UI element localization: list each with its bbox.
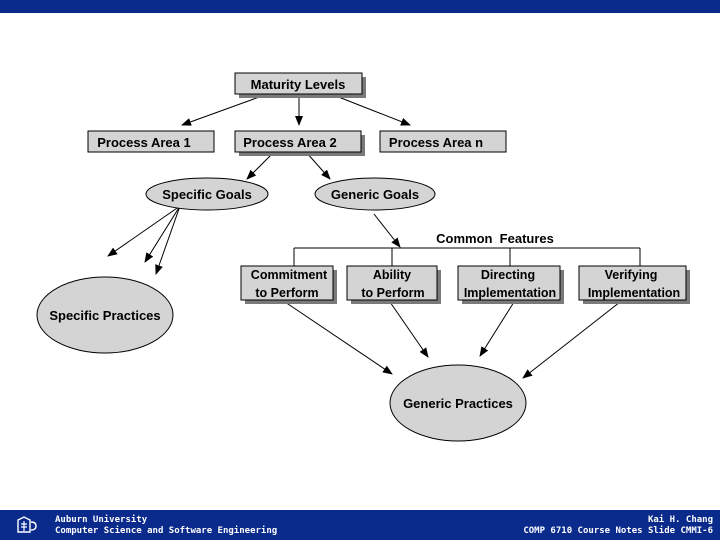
verifying-label-1: Verifying <box>605 268 658 282</box>
specific-goals-label: Specific Goals <box>162 187 252 202</box>
arrow-gg-to-cf <box>373 213 401 248</box>
commitment-label-2: to Perform <box>255 286 318 300</box>
arrow-pa2-to-sg <box>246 151 275 180</box>
process-area-1-label: Process Area 1 <box>97 135 190 150</box>
ability-label-2: to Perform <box>361 286 424 300</box>
process-area-1-box: Process Area 1 <box>87 130 215 153</box>
specific-goals-ellipse: Specific Goals <box>145 177 269 211</box>
directing-label-2: Implementation <box>464 286 556 300</box>
generic-practices-ellipse: Generic Practices <box>389 364 527 442</box>
arrow-cf2-to-gp <box>389 301 429 358</box>
directing-box: Directing Implementation <box>457 265 564 304</box>
auburn-logo-icon <box>14 514 40 536</box>
arrow-cf4-to-gp <box>522 301 621 379</box>
common-features-label: Common Features <box>436 231 554 246</box>
maturity-levels-label: Maturity Levels <box>251 77 346 92</box>
footer-university: Auburn University <box>55 515 148 525</box>
specific-practices-label: Specific Practices <box>49 308 160 323</box>
arrow-ml-to-pa1 <box>181 95 263 126</box>
process-area-n-label: Process Area n <box>389 135 483 150</box>
verifying-label-2: Implementation <box>588 286 680 300</box>
ability-box: Ability to Perform <box>346 265 441 304</box>
process-area-2-box: Process Area 2 <box>234 130 365 156</box>
commitment-label-1: Commitment <box>251 268 328 282</box>
commitment-box: Commitment to Perform <box>240 265 337 304</box>
footer-author: Kai H. Chang <box>647 515 713 525</box>
cmmi-diagram: Maturity Levels Process Area 1 Process A… <box>36 72 690 442</box>
maturity-levels-box: Maturity Levels <box>234 72 366 98</box>
arrow-sg-to-sp-1 <box>107 205 181 257</box>
process-area-n-box: Process Area n <box>379 130 507 153</box>
footer-bar: Auburn University Computer Science and S… <box>0 510 720 540</box>
connectors <box>107 95 641 379</box>
footer-course-slide: COMP 6710 Course Notes Slide CMMI-6 <box>523 526 713 536</box>
process-area-2-label: Process Area 2 <box>243 135 336 150</box>
generic-goals-label: Generic Goals <box>331 187 419 202</box>
generic-practices-label: Generic Practices <box>403 396 513 411</box>
verifying-box: Verifying Implementation <box>578 265 690 304</box>
ability-label-1: Ability <box>373 268 411 282</box>
arrow-pa2-to-gg <box>305 151 331 180</box>
arrow-cf3-to-gp <box>479 301 515 357</box>
directing-label-1: Directing <box>481 268 535 282</box>
top-bar <box>0 0 720 13</box>
footer-department: Computer Science and Software Engineerin… <box>55 526 278 536</box>
arrow-sg-to-sp-3 <box>155 205 181 275</box>
arrow-ml-to-pan <box>335 95 411 126</box>
arrow-cf1-to-gp <box>284 301 393 375</box>
arrow-sg-to-sp-2 <box>144 205 181 263</box>
generic-goals-ellipse: Generic Goals <box>314 177 436 211</box>
specific-practices-ellipse: Specific Practices <box>36 276 174 354</box>
